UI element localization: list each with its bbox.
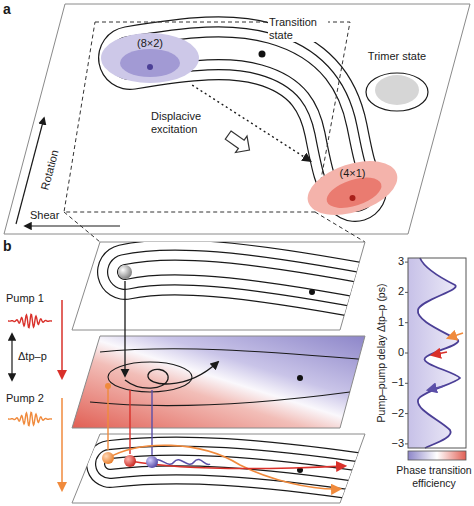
efficiency-plot (405, 258, 466, 460)
energy-landscape-a (4, 4, 470, 234)
region-outer (301, 151, 404, 225)
marker-arrow (432, 352, 447, 355)
rotation-arrow (16, 118, 44, 224)
energy-landscape-b (72, 242, 370, 503)
plot-curve (418, 258, 460, 448)
ball (146, 456, 158, 468)
minimum-dot (147, 64, 153, 70)
illustration-part (125, 267, 370, 292)
zoom-frame (64, 22, 350, 212)
tick-label: 1 (388, 316, 404, 329)
illustration-part (90, 392, 350, 406)
plot-fill (408, 258, 460, 448)
pump-arrow (61, 300, 63, 378)
transition-dot (297, 375, 303, 381)
ball (118, 265, 132, 279)
colorbar-label: Phase transition efficiency (396, 464, 472, 490)
illustration-part (405, 413, 408, 414)
transition-dot (309, 289, 315, 295)
illustration-part (125, 267, 370, 292)
tick-label: 3 (388, 255, 404, 268)
trajectory (152, 459, 210, 464)
drop-line (107, 388, 108, 450)
ball (124, 455, 136, 467)
plane (4, 4, 470, 234)
illustration-part (108, 362, 192, 392)
state-label: Transition state (268, 16, 328, 42)
illustration-part (366, 73, 428, 111)
illustration-part (405, 383, 408, 384)
drop-line (129, 390, 130, 454)
wave-packet (8, 314, 52, 327)
axis-label: Shear (30, 209, 59, 222)
contour-lines (125, 267, 370, 292)
ball (102, 452, 114, 464)
trajectory (125, 362, 218, 388)
drop-arrow (124, 281, 125, 376)
illustration-part (125, 267, 370, 292)
pump-arrow (61, 398, 63, 490)
wave-packet (8, 412, 52, 425)
zoom-line (315, 212, 365, 242)
region-inner (120, 49, 180, 77)
shear-arrow (25, 225, 120, 226)
colorbar (408, 451, 466, 460)
marker-arrow (448, 333, 463, 338)
illustration-part (125, 267, 370, 292)
tick-label: −3 (388, 437, 404, 450)
panel-letter: b (3, 238, 12, 255)
region-outer (101, 33, 199, 83)
axis-label: Rotation (38, 149, 61, 192)
pump-label: Pump 2 (6, 392, 44, 405)
region-outer (375, 75, 419, 105)
region-group (301, 151, 404, 225)
tick-label: 2 (388, 285, 404, 298)
plot-frame (408, 258, 466, 448)
ticks (405, 262, 408, 444)
tick-label: −1 (388, 376, 404, 389)
phase-region: (8×2) (100, 32, 200, 84)
axis-title: Pump–pump delay Δtp–p (ps) (375, 284, 388, 423)
illustration-part (125, 267, 370, 292)
region-label: Trimer state (362, 50, 432, 63)
illustration-part (405, 443, 408, 444)
illustration-part (405, 262, 408, 263)
state-region: Trimer state (362, 50, 432, 110)
phase-region: (4×1) (305, 162, 400, 214)
contour-lines (90, 349, 370, 406)
illustration-part (405, 353, 408, 354)
tick-label: 0 (388, 346, 404, 359)
illustration-part (100, 349, 370, 360)
transition-dot (259, 51, 266, 58)
hollow-arrow (222, 127, 255, 158)
zoom-line (64, 212, 100, 242)
illustration-part (405, 322, 408, 323)
pump-label: Pump 1 (6, 292, 44, 305)
tick-label: −2 (388, 407, 404, 420)
trajectory (130, 461, 345, 469)
panel-letter: a (3, 1, 11, 18)
delay-label: Δtp–p (18, 350, 47, 363)
marker-arrow (428, 386, 444, 390)
process-label: Displacive excitation (150, 110, 216, 136)
region-label: (4×1) (305, 162, 400, 180)
region-label: (8×2) (100, 32, 200, 50)
illustration-part (125, 267, 370, 292)
illustration-part (405, 292, 408, 293)
delay-arrow (11, 334, 12, 380)
dot (105, 383, 111, 389)
minimum-dot (350, 195, 356, 201)
